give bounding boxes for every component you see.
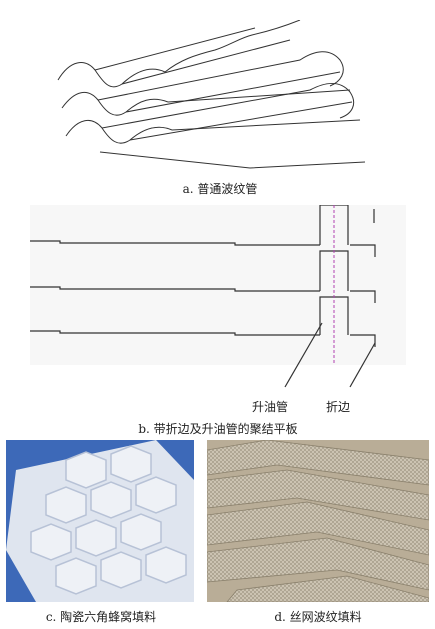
caption-b: b. 带折边及升油管的聚结平板: [138, 422, 298, 436]
corrugated-sheets-drawing: [57, 20, 366, 169]
honeycomb-image: [6, 440, 194, 602]
sheet-2-front-edge: [61, 92, 169, 116]
leader-fold: [349, 342, 376, 388]
panel-d-wire-mesh-photo: [207, 440, 429, 602]
sheet-1-ridge: [94, 27, 291, 85]
sheet-2-back: [167, 89, 351, 103]
riser-tube-1: [319, 205, 349, 245]
sheet-3-ridges: [101, 83, 355, 141]
coalescing-plates-drawing: [30, 205, 406, 388]
label-folded-edge: 折边: [326, 400, 351, 414]
leader-riser: [284, 322, 323, 388]
sheet-3-front-edge: [65, 120, 173, 144]
panel-c-honeycomb-photo: [6, 440, 194, 602]
sheet-1-back-edge: [164, 20, 301, 73]
plate-1: [30, 240, 376, 257]
sheet-1-front-edge: [57, 62, 166, 88]
wire-mesh-image: [207, 440, 429, 602]
sheet-3-back: [171, 119, 361, 131]
caption-a: a. 普通波纹管: [182, 182, 258, 196]
sheet-4-edges: [99, 151, 366, 169]
caption-c: c. 陶瓷六角蜂窝填料: [45, 610, 157, 624]
sheet-2-ridges: [97, 51, 344, 113]
panel-a-corrugated-sheets: [40, 20, 380, 180]
label-riser-tube: 升油管: [252, 400, 289, 414]
plate-2: [30, 286, 376, 303]
panel-b-coalescing-plates: [30, 205, 406, 415]
caption-d: d. 丝网波纹填料: [274, 610, 362, 624]
